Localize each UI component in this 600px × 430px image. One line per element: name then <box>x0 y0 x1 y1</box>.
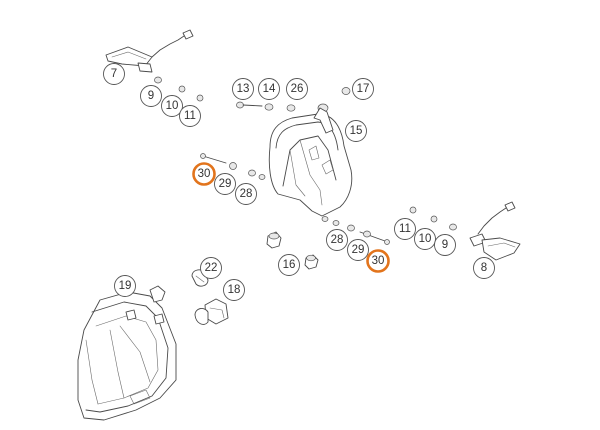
callout-19: 19 <box>114 275 136 297</box>
mount-bolts-top <box>236 87 351 113</box>
callout-8: 8 <box>473 257 495 279</box>
callout-label: 28 <box>240 188 253 200</box>
callout-30-left: 30 <box>192 162 216 186</box>
callout-label: 10 <box>419 233 432 245</box>
callout-30-right: 30 <box>366 249 390 273</box>
rubber-grommets <box>266 231 319 270</box>
callout-11-right: 11 <box>394 218 416 240</box>
callout-11: 11 <box>179 105 201 127</box>
callout-label: 9 <box>148 90 154 102</box>
callout-label: 10 <box>166 100 179 112</box>
callout-label: 18 <box>228 284 241 296</box>
callout-label: 8 <box>481 262 487 274</box>
right-indicator-fasteners <box>409 206 457 231</box>
callout-29-right: 29 <box>347 239 369 261</box>
callout-label: 30 <box>198 168 211 180</box>
callout-label: 29 <box>352 244 365 256</box>
callout-label: 14 <box>263 83 276 95</box>
callout-label: 30 <box>372 255 385 267</box>
callout-label: 19 <box>119 280 132 292</box>
callout-15: 15 <box>345 120 367 142</box>
callout-17: 17 <box>352 78 374 100</box>
callout-26: 26 <box>286 78 308 100</box>
headlight-bracket <box>268 107 353 217</box>
left-indicator-fasteners <box>154 76 204 102</box>
callout-label: 29 <box>219 178 232 190</box>
right-turn-indicator <box>469 201 521 261</box>
callout-label: 9 <box>442 239 448 251</box>
callout-label: 15 <box>350 125 363 137</box>
left-side-bolt-set <box>200 153 266 180</box>
left-turn-indicator <box>105 29 194 73</box>
callout-10-right: 10 <box>414 228 436 250</box>
callout-18: 18 <box>223 279 245 301</box>
callout-label: 22 <box>205 262 218 274</box>
callout-10: 10 <box>161 95 183 117</box>
callout-label: 16 <box>283 259 296 271</box>
callout-label: 17 <box>357 83 370 95</box>
right-side-bolt-set <box>321 216 390 245</box>
callout-9: 9 <box>140 85 162 107</box>
callout-label: 11 <box>399 223 411 235</box>
callout-29-left: 29 <box>214 173 236 195</box>
callout-9-right: 9 <box>434 234 456 256</box>
callout-14: 14 <box>258 78 280 100</box>
callout-22: 22 <box>200 257 222 279</box>
headlight-housing <box>77 285 177 421</box>
callout-label: 26 <box>291 83 304 95</box>
callout-label: 7 <box>111 68 117 80</box>
callout-16: 16 <box>278 254 300 276</box>
callout-label: 13 <box>237 83 250 95</box>
callout-label: 11 <box>184 110 196 122</box>
callout-28-left: 28 <box>235 183 257 205</box>
headlight-bulb <box>194 298 229 325</box>
callout-7: 7 <box>103 63 125 85</box>
callout-label: 28 <box>331 234 344 246</box>
callout-13: 13 <box>232 78 254 100</box>
callout-28-right: 28 <box>326 229 348 251</box>
